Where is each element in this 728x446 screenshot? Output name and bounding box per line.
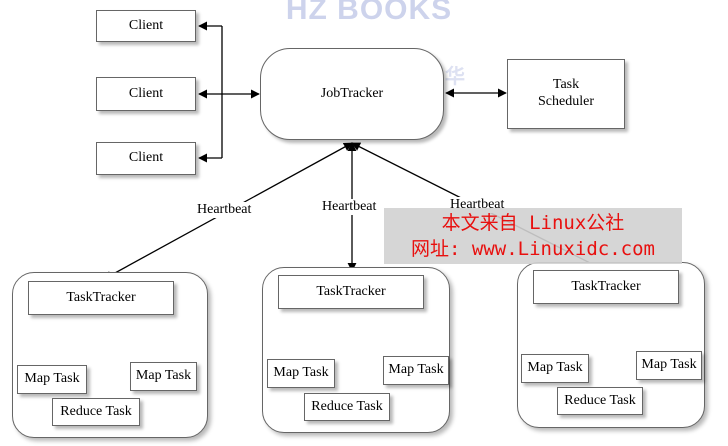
map-task-label: Map Task [24, 371, 80, 387]
client-box-1[interactable]: Client [96, 10, 196, 42]
tasktracker-label-1: TaskTracker [66, 289, 136, 305]
map-task-2a[interactable]: Map Task [267, 359, 335, 388]
map-task-1a[interactable]: Map Task [17, 365, 87, 394]
jobtracker-node[interactable]: JobTracker [260, 48, 444, 140]
jobtracker-label: JobTracker [320, 85, 384, 101]
reduce-task-label: Reduce Task [311, 398, 383, 414]
map-task-label: Map Task [641, 357, 697, 373]
client-label-2: Client [128, 85, 164, 101]
watermark-text: HZ BOOKS [285, 0, 453, 26]
reduce-task-label: Reduce Task [564, 392, 636, 408]
watermark-char: 华 [445, 64, 465, 88]
client-box-3[interactable]: Client [96, 142, 196, 175]
heartbeat-label-left: Heartbeat [195, 202, 254, 218]
client-box-2[interactable]: Client [96, 77, 196, 111]
task-scheduler-line1: Task [552, 77, 580, 93]
tasktracker-box-1[interactable]: TaskTracker [28, 281, 174, 315]
reduce-task-1[interactable]: Reduce Task [52, 398, 140, 426]
heartbeat-label-middle: Heartbeat [320, 199, 379, 215]
reduce-task-3[interactable]: Reduce Task [557, 387, 643, 415]
map-task-label: Map Task [527, 360, 583, 376]
reduce-task-label: Reduce Task [60, 403, 132, 419]
map-task-3b[interactable]: Map Task [636, 351, 702, 380]
map-task-label: Map Task [273, 365, 329, 381]
tasktracker-box-3[interactable]: TaskTracker [533, 270, 679, 304]
overlay-line-2: 网址: www.Linuxidc.com [411, 238, 655, 260]
map-task-2b[interactable]: Map Task [383, 356, 449, 385]
task-scheduler-line2: Scheduler [538, 94, 594, 109]
tasktracker-label-2: TaskTracker [316, 283, 386, 299]
source-watermark-overlay: 本文来自 Linux公社 网址: www.Linuxidc.com [384, 208, 682, 264]
task-scheduler-box[interactable]: Task Scheduler [507, 59, 625, 129]
tasktracker-label-3: TaskTracker [571, 278, 641, 294]
overlay-line-1: 本文来自 Linux公社 [441, 212, 625, 234]
client-label-1: Client [128, 17, 164, 33]
client-label-3: Client [128, 150, 164, 166]
reduce-task-2[interactable]: Reduce Task [304, 393, 390, 421]
tasktracker-box-2[interactable]: TaskTracker [278, 275, 424, 309]
map-task-3a[interactable]: Map Task [521, 354, 589, 383]
map-task-label: Map Task [135, 368, 192, 384]
map-task-1b[interactable]: Map Task [130, 362, 197, 391]
map-task-label: Map Task [388, 362, 444, 378]
